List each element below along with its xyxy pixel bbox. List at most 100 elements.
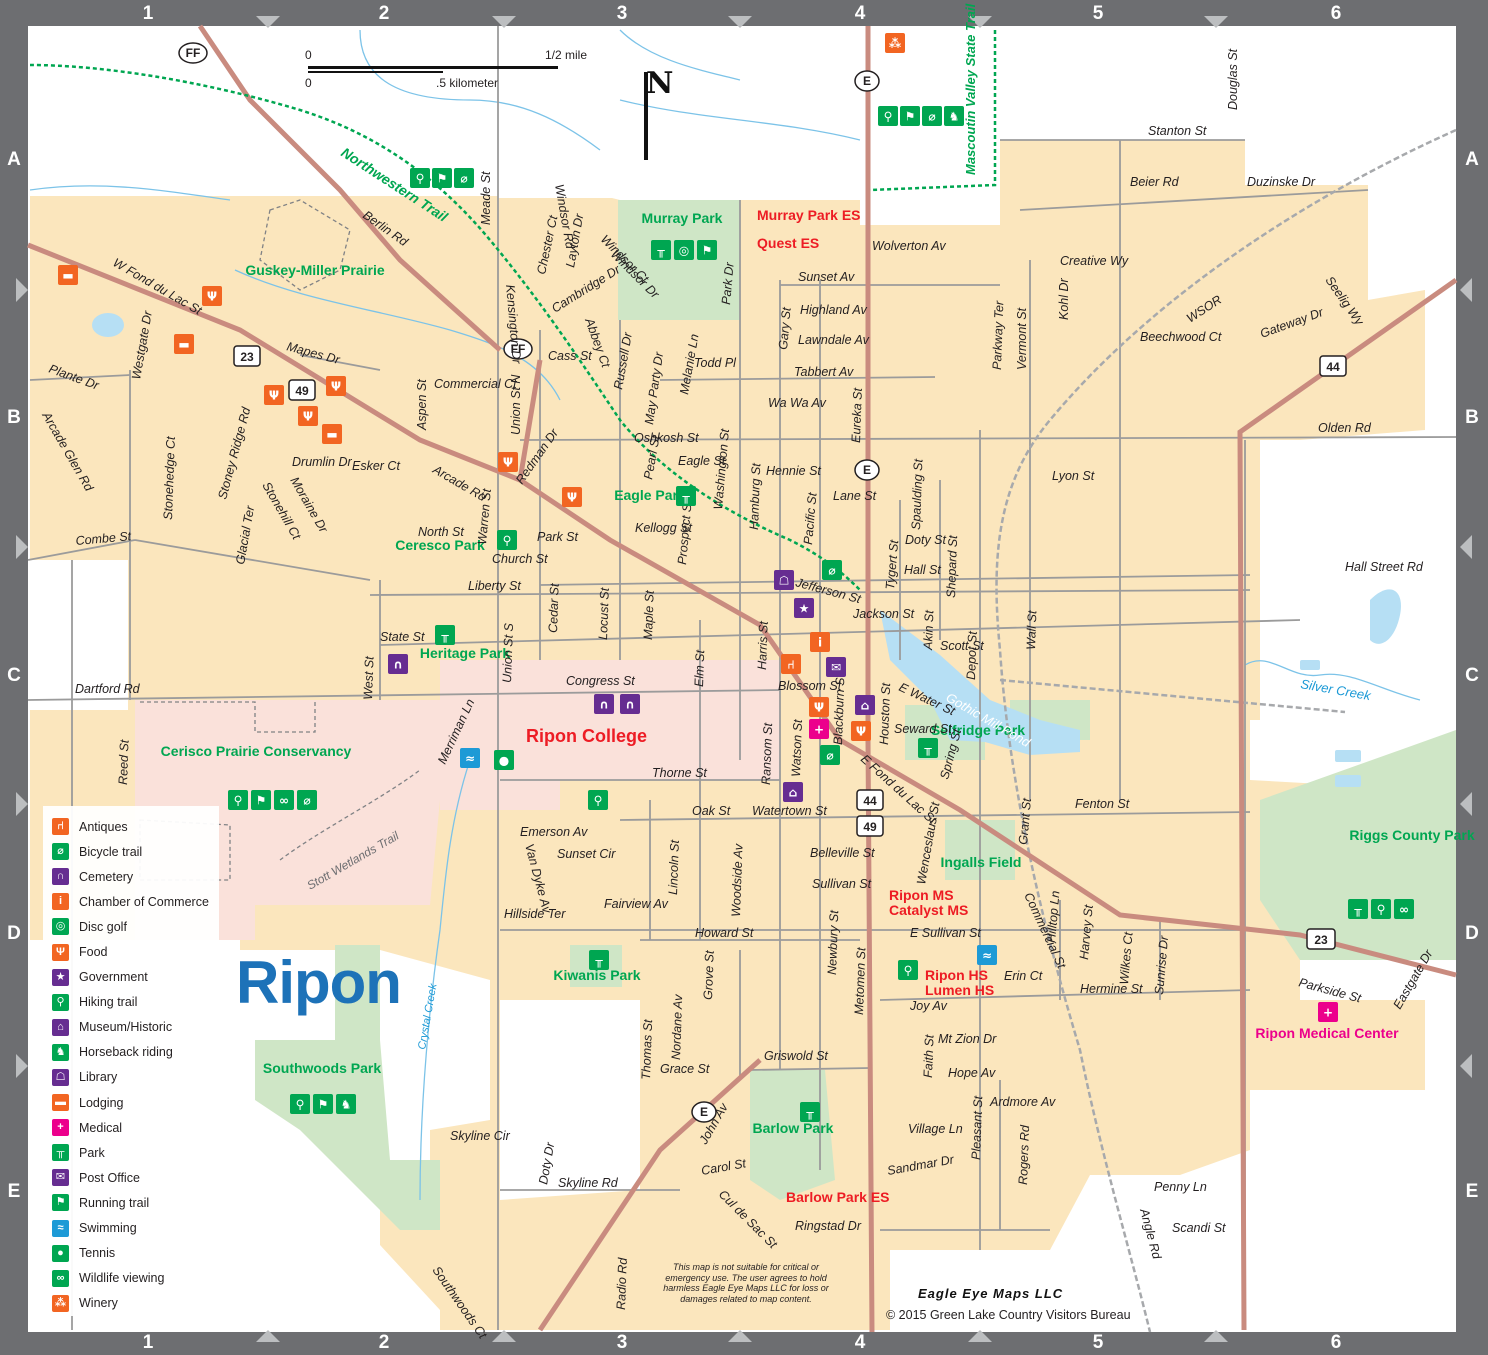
grid-col-label: 4 — [854, 3, 866, 24]
legend-label: Hiking trail — [79, 995, 138, 1010]
street-label: Sunset Av — [798, 270, 855, 284]
legend-item: ∩Cemetery — [52, 864, 219, 889]
street-label: Beechwood Ct — [1140, 330, 1222, 344]
runner-icon: ⚑ — [900, 106, 920, 126]
route-shield-label: E — [700, 1105, 708, 1119]
street-label: Joy Av — [909, 999, 948, 1013]
runner-icon: ⚑ — [251, 790, 271, 810]
svg-text:⚑: ⚑ — [318, 1098, 329, 1112]
horse-icon: ♞ — [52, 1043, 69, 1061]
swimmer-icon: ≈ — [52, 1219, 69, 1237]
street-label: Warren St — [475, 488, 494, 546]
legend-item: ╥Park — [52, 1140, 219, 1165]
headstone-icon: ∩ — [594, 694, 614, 714]
route-shield-label: E — [863, 463, 871, 477]
street-label: Scott St — [940, 639, 984, 653]
library-icon: ☖ — [774, 570, 794, 590]
svg-text:▬: ▬ — [326, 428, 337, 442]
grid-col-label: 5 — [1092, 1332, 1104, 1353]
picnic-table-icon: ╥ — [800, 1102, 820, 1122]
svg-text:⚑: ⚑ — [256, 794, 267, 808]
street-label: Grove St — [701, 950, 717, 1000]
street-label: Penny Ln — [1154, 1180, 1207, 1194]
street-label: Eureka St — [849, 387, 865, 443]
picnic-table-icon: ╥ — [676, 486, 696, 506]
svg-text:♞: ♞ — [949, 110, 960, 124]
grid-row-label: D — [7, 923, 21, 944]
svg-text:⚲: ⚲ — [234, 794, 243, 808]
chair-icon: ⑁ — [781, 654, 801, 674]
park-label: Barlow Park — [753, 1120, 834, 1136]
street-label: Sullivan St — [812, 877, 872, 891]
svg-text:╥: ╥ — [681, 490, 690, 504]
street-label: Duzinske Dr — [1247, 175, 1316, 189]
binoculars-icon: ∞ — [52, 1269, 69, 1287]
park-label: Selfridge Park — [931, 722, 1025, 738]
scale-km-label: .5 kilometer — [436, 76, 499, 90]
street-label: Hermine St — [1080, 982, 1143, 996]
street-label: Congress St — [566, 674, 635, 688]
street-label: Skyline Cir — [450, 1129, 511, 1143]
svg-text:✉: ✉ — [831, 661, 841, 675]
disc-golf-icon: ◎ — [674, 240, 694, 260]
legend-item: ●Tennis — [52, 1241, 219, 1266]
fork-knife-icon: Ψ — [562, 487, 582, 507]
svg-text:Ψ: Ψ — [303, 410, 313, 424]
bicycle-icon: ⌀ — [454, 168, 474, 188]
street-label: Scandi St — [1172, 1221, 1226, 1235]
street-label: Nordane Av — [669, 994, 685, 1061]
bicycle-icon: ⌀ — [820, 745, 840, 765]
svg-text:♞: ♞ — [341, 1098, 352, 1112]
street-label: Douglas St — [1226, 48, 1240, 110]
street-label: Hamburg St — [747, 462, 763, 530]
street-label: E Sullivan St — [910, 926, 981, 940]
scale-mile-label: 1/2 mile — [545, 48, 588, 62]
street-label: Hillside Ter — [504, 907, 566, 921]
streams — [29, 29, 1421, 1201]
legend-label: Horseback riding — [79, 1045, 173, 1060]
picnic-table-icon: ╥ — [1348, 899, 1368, 919]
svg-text:⚲: ⚲ — [884, 110, 893, 124]
grid-col-label: 6 — [1330, 1332, 1342, 1353]
info-icon: i — [52, 893, 69, 911]
street-label: Houston St — [877, 682, 893, 745]
legend-label: Bicycle trail — [79, 844, 143, 859]
street-label: Grant St — [1016, 797, 1034, 845]
grid-row-label: E — [7, 1181, 21, 1202]
street-label: Hope Av — [948, 1066, 996, 1080]
legend-item: ∞Wildlife viewing — [52, 1266, 219, 1291]
street-label: Ardmore Av — [989, 1095, 1056, 1109]
svg-text:●: ● — [499, 754, 509, 768]
street-label: Skyline Rd — [558, 1176, 619, 1190]
svg-text:≈: ≈ — [465, 752, 475, 766]
street-label: Blackburn St — [831, 673, 847, 745]
scale-zero-bottom: 0 — [305, 76, 312, 90]
legend-label: Government — [79, 970, 148, 985]
envelope-icon: ✉ — [52, 1169, 69, 1187]
street-label: Parkway Ter — [990, 300, 1006, 370]
svg-text:∞: ∞ — [1399, 903, 1409, 917]
street-label: Hall Street Rd — [1345, 560, 1424, 574]
svg-text:Ψ: Ψ — [856, 725, 866, 739]
street-label: Howard St — [695, 926, 754, 940]
street-label: Depot St — [964, 630, 980, 680]
svg-text:⌂: ⌂ — [789, 786, 798, 800]
street-label: Wilkes Ct — [1117, 931, 1136, 985]
street-label: Reed St — [116, 739, 132, 785]
bicycle-icon: ⌀ — [822, 560, 842, 580]
street-label: Liberty St — [468, 579, 521, 593]
cross-icon: + — [52, 1119, 69, 1137]
picnic-table-icon: ╥ — [589, 950, 609, 970]
legend-item: ⁂Winery — [52, 1291, 219, 1316]
street-label: Todd Pl — [694, 356, 737, 370]
legend-item: ⌀ Bicycle trail — [52, 839, 219, 864]
picnic-table-icon: ╥ — [435, 625, 455, 645]
city-title: Ripon — [236, 949, 402, 1016]
swimmer-icon: ≈ — [977, 945, 997, 965]
bicycle-icon: ⌀ — [52, 843, 69, 861]
svg-text:⚑: ⚑ — [437, 172, 448, 186]
legend-label: Museum/Historic — [79, 1020, 173, 1035]
